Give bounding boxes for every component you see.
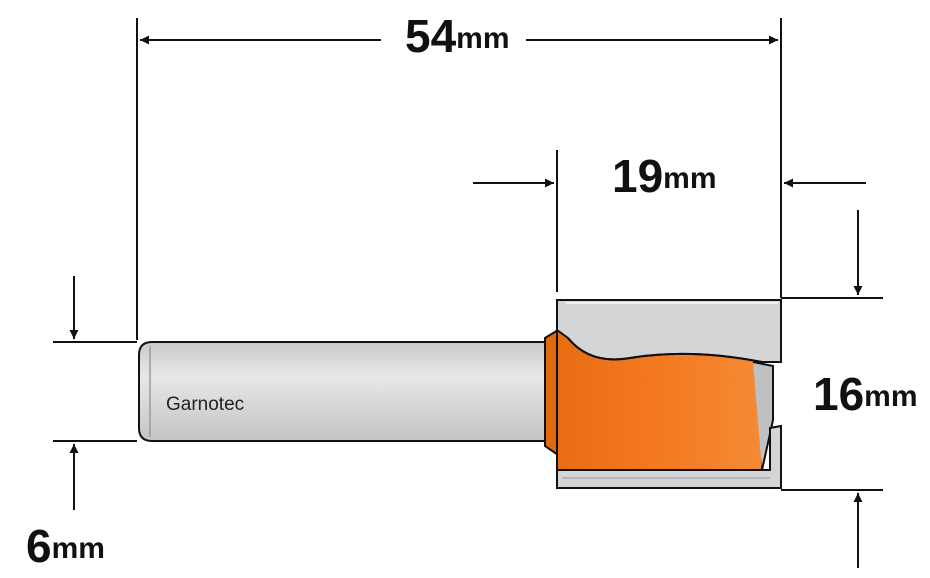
shank: Garnotec [138,341,546,442]
dimension-labels: 54mm 19mm 16mm 6mm [26,10,918,572]
dim-label-6: 6mm [26,520,105,572]
carbide-plate-bottom [556,424,782,489]
extension-lines [53,18,883,491]
dim-label-19: 19mm [612,150,717,202]
carbide-plate-top [556,299,782,363]
cutter-head [544,299,782,489]
dim-label-16: 16mm [813,368,918,420]
dim-label-54: 54mm [405,10,510,62]
brand-label: Garnotec [166,394,244,415]
dimension-lines [69,35,866,568]
